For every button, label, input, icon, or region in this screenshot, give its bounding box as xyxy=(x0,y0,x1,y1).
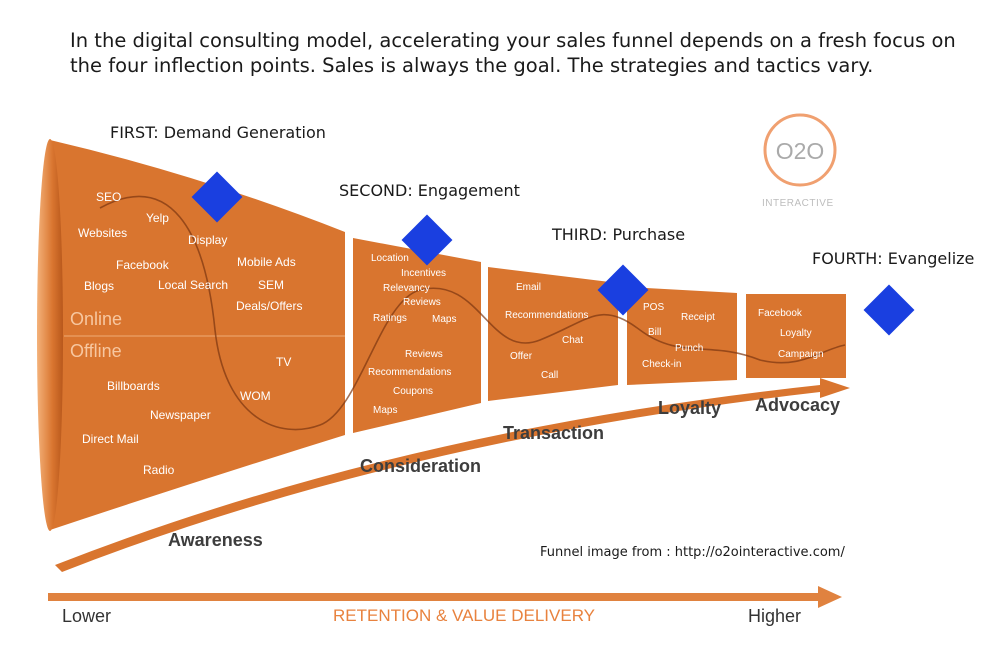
tactic-item: Display xyxy=(188,233,228,247)
tactic-item: Facebook xyxy=(116,258,169,272)
tactic-item: Reviews xyxy=(403,297,441,308)
tactic-item: Call xyxy=(541,370,559,381)
funnel-segment-consideration xyxy=(353,238,481,433)
stage-swoosh xyxy=(55,378,850,572)
tactic-item: Mobile Ads xyxy=(237,255,296,269)
tactic-item: Campaign xyxy=(778,349,824,360)
o2o-logo-ring xyxy=(763,113,837,187)
tactic-item: POS xyxy=(643,302,665,313)
tactic-item: Ratings xyxy=(373,313,407,324)
tactic-item: Facebook xyxy=(758,308,802,319)
customer-journey-line xyxy=(99,195,846,431)
tactic-item: Billboards xyxy=(107,379,160,393)
tactic-item: SEM xyxy=(258,278,285,292)
tactic-item: Maps xyxy=(432,314,457,325)
funnel-segment-awareness xyxy=(50,140,345,530)
stage-advocacy: Advocacy xyxy=(755,395,841,415)
zone-offline: Offline xyxy=(70,341,122,361)
retention-axis-arrow xyxy=(48,586,842,608)
tactic-item: Receipt xyxy=(681,312,715,323)
tactic-item: Direct Mail xyxy=(82,432,139,446)
tactic-item: Yelp xyxy=(146,211,169,225)
inflection-diamond-third xyxy=(597,264,649,316)
intro-text: In the digital consulting model, acceler… xyxy=(70,29,956,77)
image-credit: Funnel image from : http://o2ointeractiv… xyxy=(540,545,845,560)
tactic-item: Relevancy xyxy=(383,283,430,294)
o2o-logo-mark: O2O xyxy=(776,138,825,164)
tactic-item: Local Search xyxy=(158,278,229,292)
axis-high-label: Higher xyxy=(748,606,802,626)
inflection-label-second: SECOND: Engagement xyxy=(339,181,520,200)
tactic-item: Deals/Offers xyxy=(236,299,303,313)
o2o-logo-name: INTERACTIVE xyxy=(762,198,834,209)
tactic-item: Chat xyxy=(562,335,584,346)
funnel-mouth xyxy=(37,139,63,531)
tactic-item: Websites xyxy=(78,226,128,240)
axis-low-label: Lower xyxy=(62,606,112,626)
tactic-item: Loyalty xyxy=(780,328,812,339)
tactic-item: Bill xyxy=(648,327,662,338)
tactic-item: Blogs xyxy=(84,279,115,293)
inflection-label-first: FIRST: Demand Generation xyxy=(110,123,326,142)
tactic-item: SEO xyxy=(96,190,122,204)
stage-consideration: Consideration xyxy=(360,456,482,476)
stage-loyalty: Loyalty xyxy=(658,398,722,418)
tactic-item: TV xyxy=(276,355,292,369)
tactic-item: Reviews xyxy=(405,349,443,360)
tactic-item: Recommendations xyxy=(368,367,452,378)
tactic-item: Location xyxy=(371,253,409,264)
inflection-label-third: THIRD: Purchase xyxy=(552,225,686,244)
inflection-label-fourth: FOURTH: Evangelize xyxy=(812,249,975,268)
funnel-segment-loyalty xyxy=(627,287,737,385)
tactic-item: Recommendations xyxy=(505,310,589,321)
tactic-item: WOM xyxy=(240,389,271,403)
tactic-item: Offer xyxy=(510,351,533,362)
tactic-item: Punch xyxy=(675,343,704,354)
inflection-diamond-fourth xyxy=(863,284,915,336)
tactic-item: Coupons xyxy=(393,386,434,397)
stage-awareness: Awareness xyxy=(168,530,263,550)
tactic-item: Radio xyxy=(143,463,175,477)
tactic-item: Email xyxy=(516,282,542,293)
stage-transaction: Transaction xyxy=(503,423,605,443)
inflection-diamond-first xyxy=(191,171,243,223)
tactic-item: Maps xyxy=(373,405,398,416)
tactic-item: Newspaper xyxy=(150,408,211,422)
zone-online: Online xyxy=(70,309,123,329)
axis-title: RETENTION & VALUE DELIVERY xyxy=(333,606,595,625)
tactic-item: Incentives xyxy=(401,268,447,279)
funnel-segment-advocacy xyxy=(746,294,846,378)
tactic-item: Check-in xyxy=(642,359,682,370)
